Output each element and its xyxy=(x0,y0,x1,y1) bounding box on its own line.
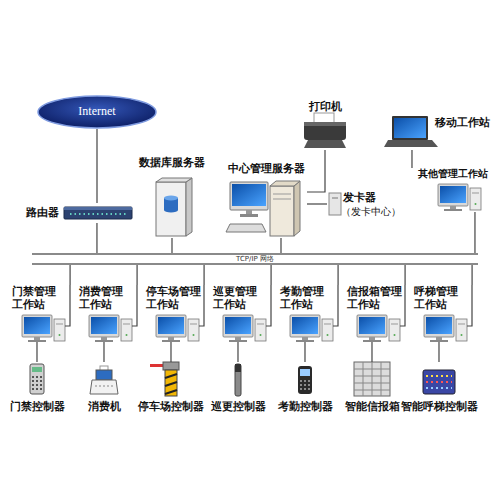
connector-line xyxy=(438,342,439,362)
printer: 打印机 xyxy=(298,100,352,150)
workstation-icon xyxy=(22,315,467,342)
connector-line xyxy=(237,342,238,362)
node-label: 考勤管理 工作站 xyxy=(280,285,338,311)
database-server-icon xyxy=(156,178,192,236)
node-label: 发卡器 xyxy=(343,191,376,205)
workstation: 停车场管理 工作站 xyxy=(142,285,206,342)
connector-line xyxy=(471,265,472,285)
controller-device: 消费机 xyxy=(66,362,142,412)
controller-device: 智能信报箱 xyxy=(334,362,410,412)
connector-line xyxy=(304,342,305,362)
attendance-terminal-icon xyxy=(298,366,312,394)
node-label: 巡更控制器 xyxy=(200,400,276,413)
connector-line xyxy=(280,238,281,253)
node-label: Internet xyxy=(37,104,157,119)
connector-line xyxy=(96,223,97,253)
patrol-wand-icon xyxy=(235,364,241,396)
connector-line xyxy=(404,265,405,285)
node-label: 打印机 xyxy=(298,100,352,114)
connector-line xyxy=(411,150,412,168)
node-label: 数据库服务器 xyxy=(133,156,211,170)
controller-device: 考勤控制器 xyxy=(267,362,343,412)
node-label: 中心管理服务器 xyxy=(225,162,307,176)
network-bus: TCP/IP 网络 xyxy=(32,253,478,265)
node-label: 停车场管理 工作站 xyxy=(146,285,204,311)
node-label: （发卡中心） xyxy=(341,206,401,219)
router-icon xyxy=(64,207,132,219)
connector-line xyxy=(96,129,97,203)
connector-line xyxy=(270,265,271,285)
connector-line xyxy=(136,265,137,285)
workstation: 门禁管理 工作站 xyxy=(8,285,72,342)
node-label: 消费管理 工作站 xyxy=(79,285,137,311)
mobile-workstation: 移动工作站 xyxy=(385,112,490,150)
workstation: 信报箱管理 工作站 xyxy=(343,285,407,342)
connector-line xyxy=(474,212,475,253)
mailbox-icon xyxy=(354,362,390,396)
station-wire xyxy=(65,285,472,326)
node-label: 移动工作站 xyxy=(435,116,490,130)
node-label: 消费机 xyxy=(66,400,142,413)
workstation-icon xyxy=(438,184,481,211)
node-label: 智能信报箱 xyxy=(334,400,410,413)
connector-line xyxy=(69,265,70,285)
connector-line xyxy=(171,238,172,253)
pos-machine-icon xyxy=(90,366,118,394)
parking-barrier-icon xyxy=(150,362,179,396)
controller-device: 智能呼梯控制器 xyxy=(401,362,477,412)
connector-line xyxy=(103,342,104,362)
controller-device: 门禁控制器 xyxy=(0,362,75,412)
printer-icon xyxy=(304,113,346,148)
access-keypad-icon xyxy=(30,364,44,394)
node-label: 其他管理工作站 xyxy=(408,168,498,181)
node-label: 路由器 xyxy=(26,206,59,220)
router: 路由器 xyxy=(26,203,134,223)
connector-line xyxy=(170,342,171,362)
node-label: 信报箱管理 工作站 xyxy=(347,285,405,311)
central-server-icon xyxy=(226,181,300,236)
connector-line xyxy=(337,265,338,285)
node-label: 巡更管理 工作站 xyxy=(213,285,271,311)
elevator-controller-icon xyxy=(423,370,455,394)
workstation: 巡更管理 工作站 xyxy=(209,285,273,342)
workstation: 考勤管理 工作站 xyxy=(276,285,340,342)
connector-line xyxy=(307,150,325,192)
database-server: 数据库服务器 xyxy=(133,156,211,238)
internet-cloud: Internet xyxy=(37,95,157,129)
node-label: 考勤控制器 xyxy=(267,400,343,413)
node-label: TCP/IP 网络 xyxy=(234,255,276,263)
node-label: 门禁管理 工作站 xyxy=(12,285,70,311)
node-label: 停车场控制器 xyxy=(133,400,209,413)
laptop-icon xyxy=(384,116,438,147)
controller-device: 巡更控制器 xyxy=(200,362,276,412)
workstation: 呼梯管理 工作站 xyxy=(410,285,474,342)
connector-line xyxy=(307,203,327,204)
connector-line xyxy=(371,342,372,362)
node-label: 智能呼梯控制器 xyxy=(401,400,477,413)
workstation: 其他管理工作站 xyxy=(408,168,498,212)
workstation: 消费管理 工作站 xyxy=(75,285,139,342)
card-issuer-icon xyxy=(329,193,341,215)
connector-line xyxy=(36,342,37,362)
controller-device: 停车场控制器 xyxy=(133,362,209,412)
ellipse-shape xyxy=(38,96,156,128)
connector-line xyxy=(203,265,204,285)
node-label: 呼梯管理 工作站 xyxy=(414,285,472,311)
central-server: 中心管理服务器 xyxy=(225,162,307,238)
card-issuer: 发卡器（发卡中心） xyxy=(327,190,409,222)
node-label: 门禁控制器 xyxy=(0,400,75,413)
